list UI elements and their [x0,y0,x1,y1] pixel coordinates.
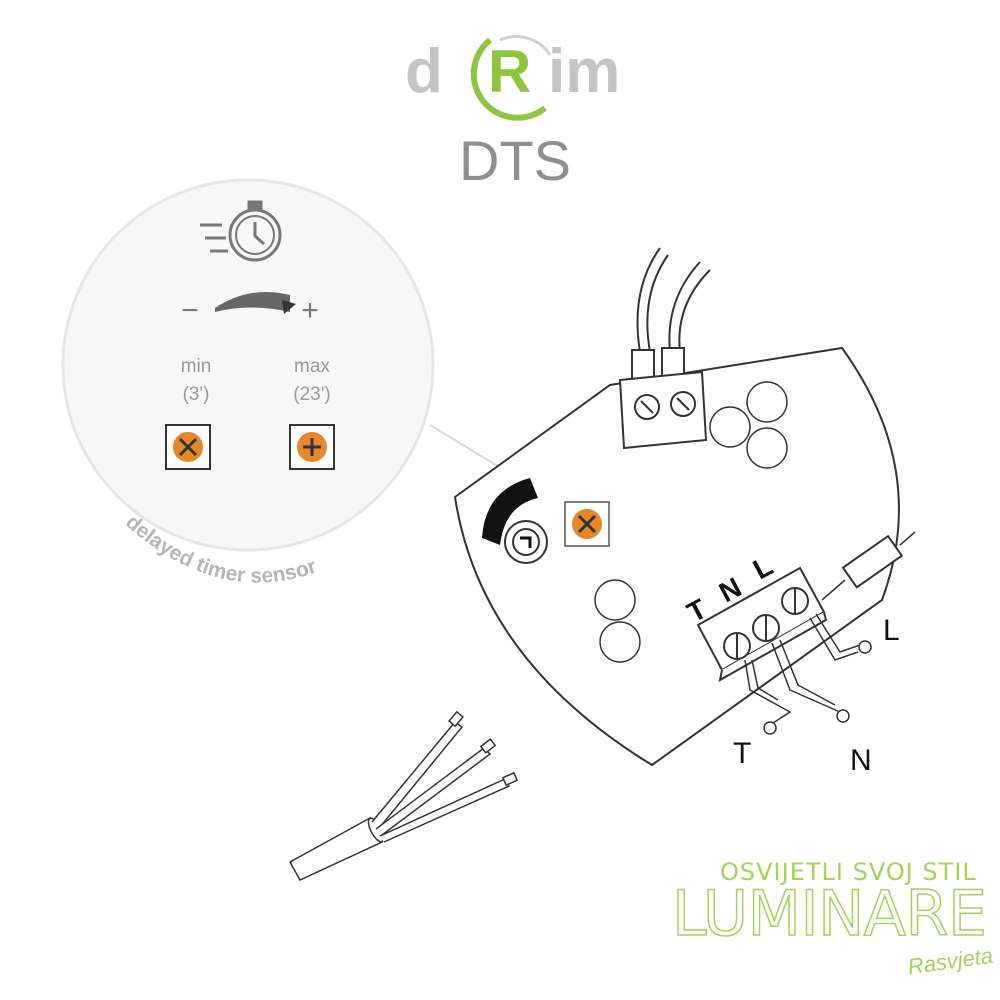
wire-label-t: T [733,737,751,770]
timer-knob [504,520,548,564]
knob-arc-indicator [482,478,538,545]
timer-adjust-screw [564,501,610,547]
max-label: max [294,356,330,377]
top-wires [636,247,711,353]
max-screw-icon [289,424,335,470]
watermark-tagline: OSVIJETLI SVOJ STIL [720,858,977,886]
logo-swoosh [470,37,547,121]
top-terminal-block [618,347,708,450]
wire-label-l: L [883,614,900,647]
drim-logo: d R im [405,35,620,121]
wire-label-n: N [850,744,872,777]
watermark-name: LUMINARE [672,877,990,950]
three-core-cable-icon [288,710,519,881]
tnl-terminal-block [696,566,828,682]
resistor-icon [841,534,904,589]
min-value: (3') [183,384,210,405]
product-title: DTS [459,129,571,192]
adjust-arc-icon [215,291,290,312]
min-label: min [181,356,212,377]
minus-sign: − [181,294,199,327]
logo-letters-im: im [548,37,620,106]
luminare-watermark: OSVIJETLI SVOJ STIL LUMINARE Rasvjeta [671,858,994,979]
output-wires [744,531,916,735]
plus-sign: + [301,294,319,327]
min-screw-icon [165,424,211,470]
max-value: (23') [293,384,330,405]
component-circles [594,381,788,663]
logo-letter-d: d [405,37,443,106]
callout-circle [61,178,435,552]
stopwatch-icon [200,200,282,262]
logo-letter-r: R [488,38,531,105]
